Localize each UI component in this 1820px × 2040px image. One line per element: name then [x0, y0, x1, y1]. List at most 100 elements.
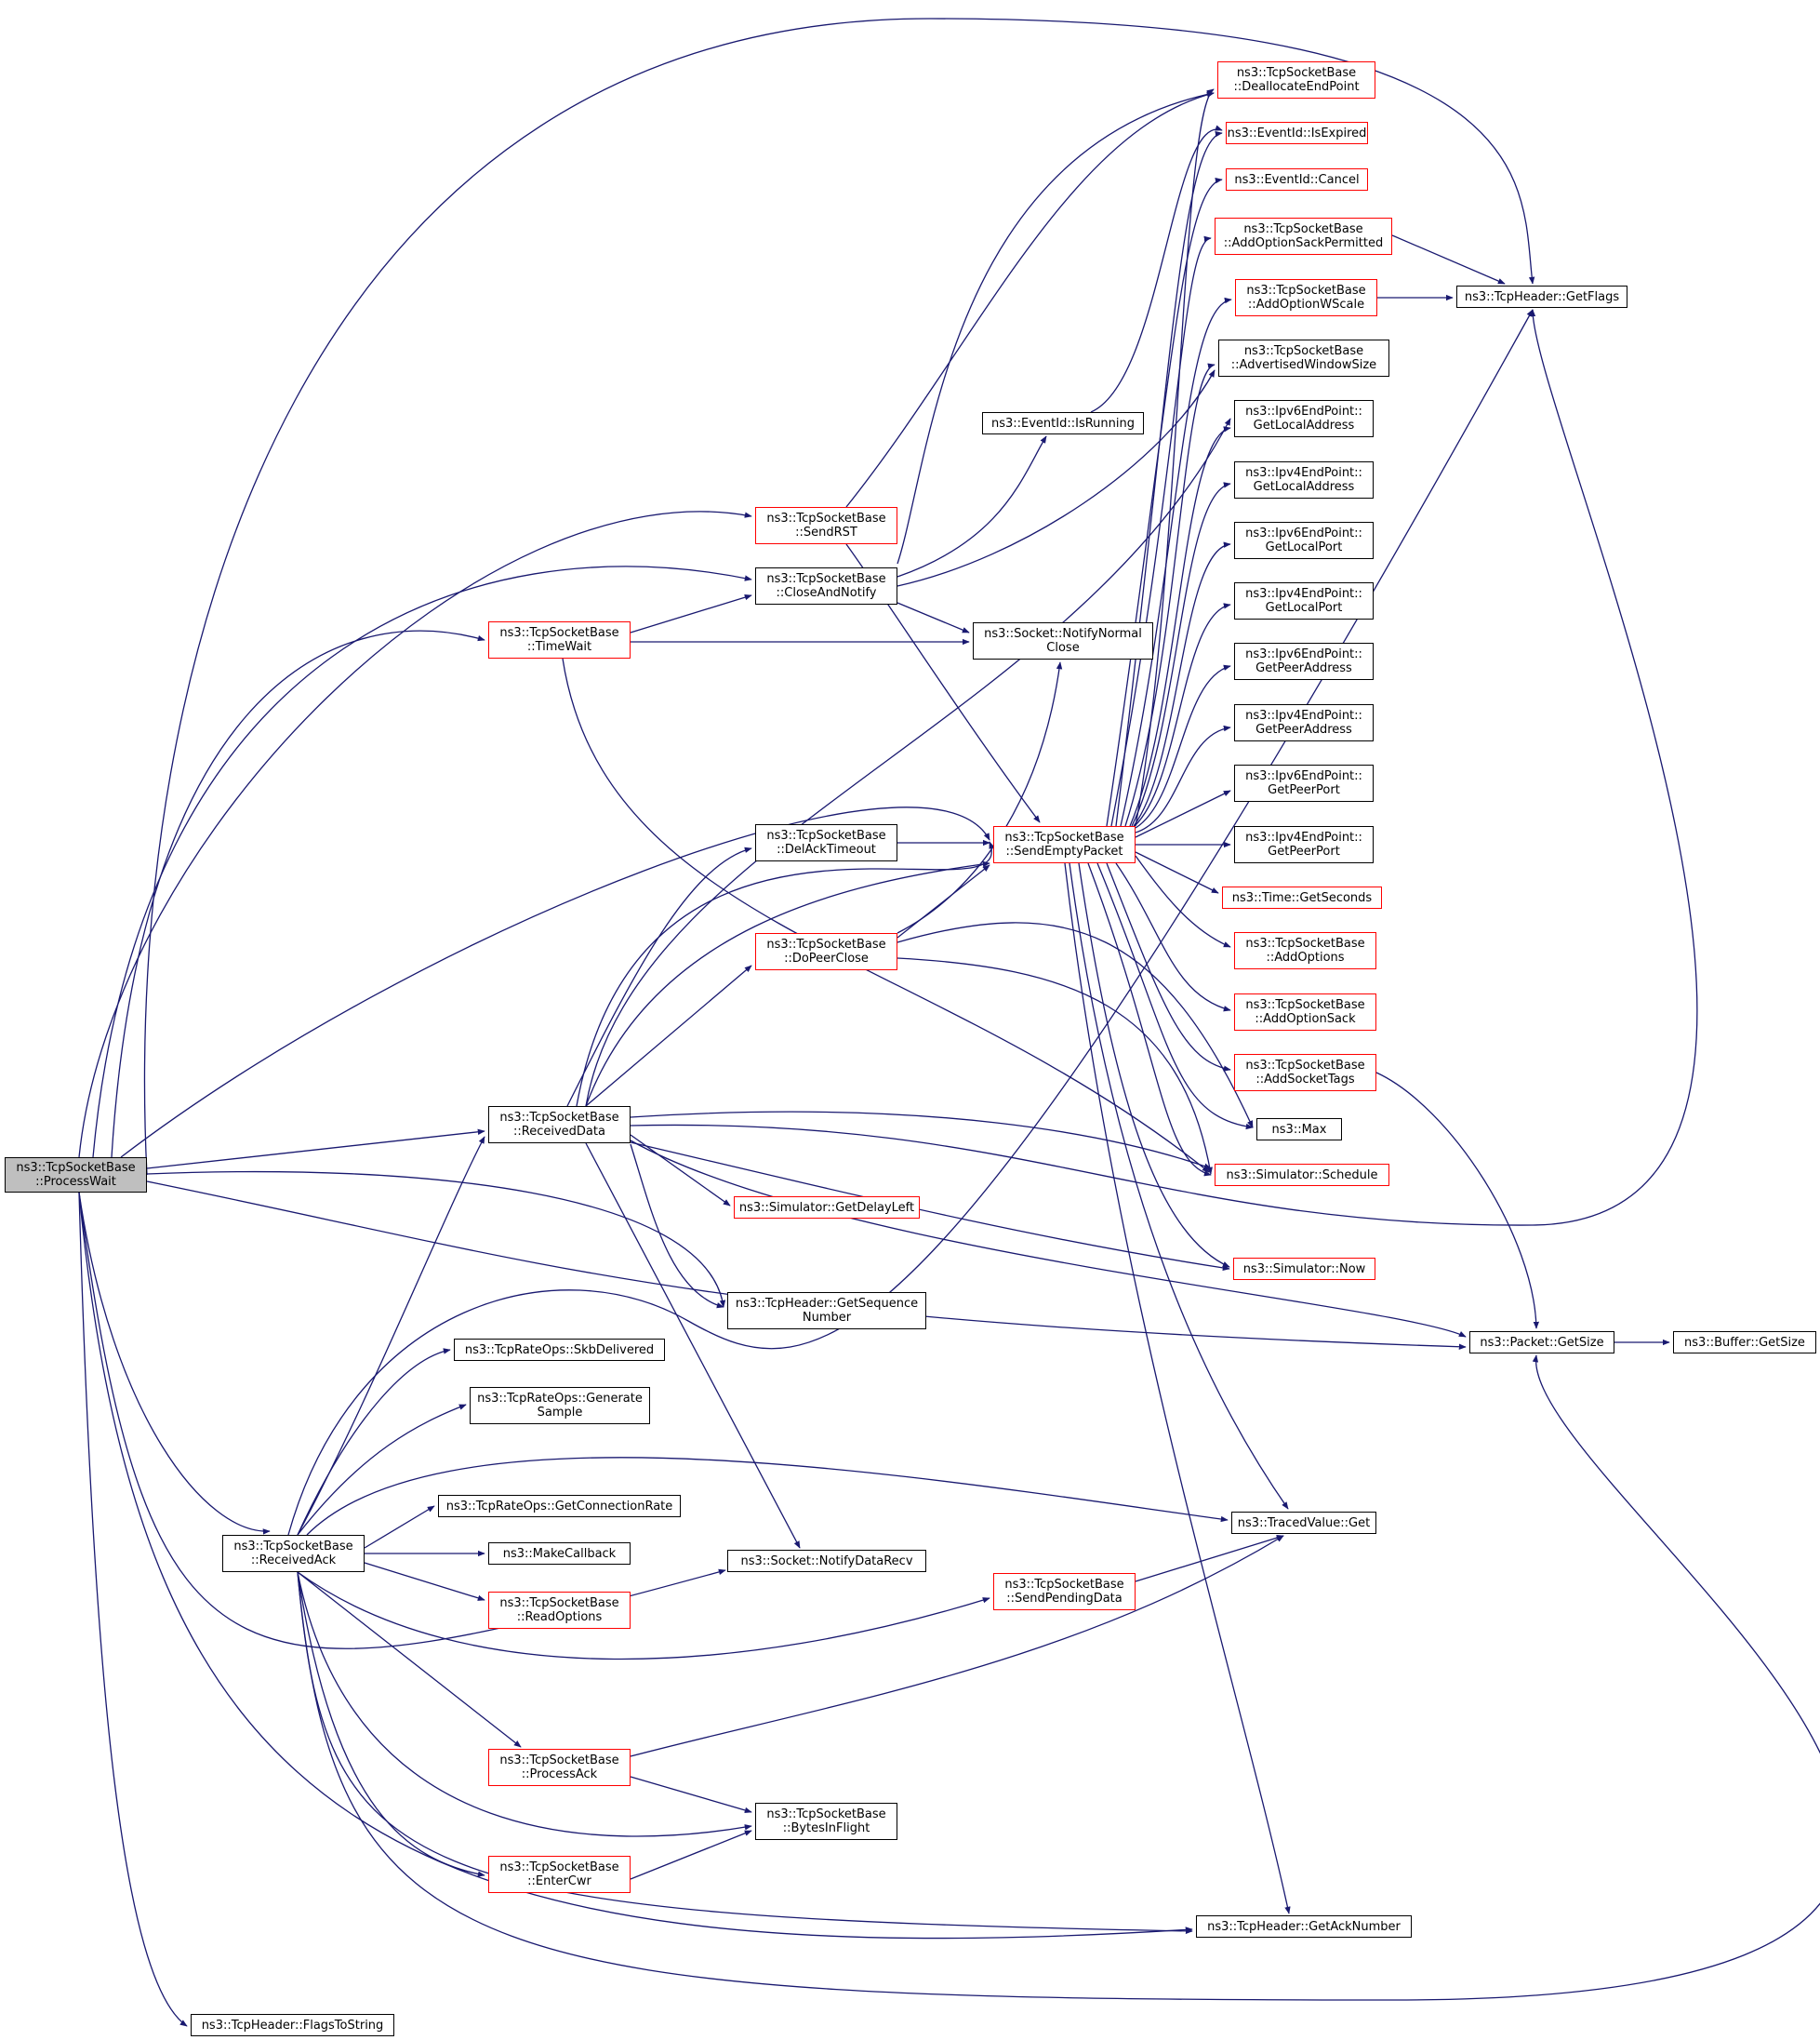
- node-generate-sample[interactable]: ns3::TcpRateOps::Generate Sample: [470, 1387, 650, 1424]
- edge-receiveddata-packetgetsize: [630, 1140, 1467, 1338]
- node-add-option-wscale[interactable]: ns3::TcpSocketBase ::AddOptionWScale: [1235, 279, 1377, 316]
- node-ipv6-get-local-port[interactable]: ns3::Ipv6EndPoint:: GetLocalPort: [1234, 522, 1374, 559]
- node-packet-get-size[interactable]: ns3::Packet::GetSize: [1469, 1331, 1614, 1353]
- edge-sendemptypacket-ipv4peeraddress: [1135, 725, 1231, 833]
- edge-receivedack-processack: [297, 1571, 522, 1748]
- edge-processwait-getsequencenumber: [146, 1170, 726, 1308]
- edge-receivedack-sendpendingdata: [297, 1571, 990, 1660]
- node-enter-cwr[interactable]: ns3::TcpSocketBase ::EnterCwr: [488, 1856, 631, 1893]
- edge-processwait-sendemptypacket: [120, 807, 990, 1158]
- node-get-sequence-number[interactable]: ns3::TcpHeader::GetSequence Number: [727, 1292, 926, 1329]
- edge-receiveddata-sendemptypacket: [585, 860, 990, 1107]
- node-deallocate-end-point[interactable]: ns3::TcpSocketBase ::DeallocateEndPoint: [1217, 61, 1375, 99]
- edge-sendemptypacket-advertisedwindowsize: [1124, 363, 1216, 827]
- edge-sendemptypacket-addsockettags: [1106, 862, 1231, 1072]
- edge-sendemptypacket-addoptionsack: [1115, 862, 1231, 1012]
- node-add-option-sack[interactable]: ns3::TcpSocketBase ::AddOptionSack: [1234, 993, 1376, 1031]
- node-send-rst[interactable]: ns3::TcpSocketBase ::SendRST: [755, 507, 897, 544]
- edge-processwait-receiveddata: [146, 1128, 485, 1169]
- node-add-options[interactable]: ns3::TcpSocketBase ::AddOptions: [1234, 932, 1376, 969]
- edge-sendemptypacket-max: [1096, 862, 1254, 1130]
- node-received-ack[interactable]: ns3::TcpSocketBase ::ReceivedAck: [222, 1535, 365, 1572]
- node-ipv4-get-peer-port[interactable]: ns3::Ipv4EndPoint:: GetPeerPort: [1234, 826, 1374, 863]
- edge-receivedack-packetgetsize: [297, 1354, 1820, 2001]
- edge-sendemptypacket-ipv6peeraddress: [1135, 664, 1231, 829]
- node-simulator-schedule[interactable]: ns3::Simulator::Schedule: [1215, 1164, 1389, 1186]
- node-advertised-window-size[interactable]: ns3::TcpSocketBase ::AdvertisedWindowSiz…: [1218, 340, 1389, 377]
- node-send-pending-data[interactable]: ns3::TcpSocketBase ::SendPendingData: [993, 1573, 1136, 1610]
- edge-sendemptypacket-schedule: [1087, 862, 1212, 1177]
- edge-sendemptypacket-ipv4localport: [1134, 603, 1231, 827]
- edge-sendemptypacket-simulatornow: [1078, 862, 1230, 1268]
- edge-receivedack-receiveddata: [297, 1136, 485, 1536]
- edge-dopeerclose-max: [897, 922, 1254, 1128]
- edge-processwait-getacknumber: [78, 1192, 1193, 1940]
- node-process-wait[interactable]: ns3::TcpSocketBase ::ProcessWait: [5, 1157, 147, 1193]
- node-add-socket-tags[interactable]: ns3::TcpSocketBase ::AddSocketTags: [1234, 1054, 1376, 1091]
- node-send-empty-packet[interactable]: ns3::TcpSocketBase ::SendEmptyPacket: [993, 826, 1136, 863]
- node-received-data[interactable]: ns3::TcpSocketBase ::ReceivedData: [488, 1106, 631, 1143]
- edge-dopeerclose-schedule: [897, 957, 1213, 1175]
- node-ipv4-get-peer-address[interactable]: ns3::Ipv4EndPoint:: GetPeerAddress: [1234, 704, 1374, 741]
- node-get-ack-number[interactable]: ns3::TcpHeader::GetAckNumber: [1196, 1915, 1412, 1938]
- node-ipv4-get-local-port[interactable]: ns3::Ipv4EndPoint:: GetLocalPort: [1234, 582, 1374, 620]
- edge-processwait-getflags: [143, 18, 1535, 1176]
- edge-receiveddata-sendemptypacket-b: [576, 841, 995, 1107]
- node-get-flags[interactable]: ns3::TcpHeader::GetFlags: [1456, 286, 1627, 308]
- node-ipv4-get-local-address[interactable]: ns3::Ipv4EndPoint:: GetLocalAddress: [1234, 461, 1374, 499]
- edge-receivedack-readoptions: [364, 1562, 485, 1601]
- edge-sendemptypacket-ipv6localport: [1133, 541, 1231, 827]
- edge-receivedack-bytesinflight: [297, 1571, 752, 1837]
- edge-addsockettags-packetgetsize: [1375, 1072, 1540, 1329]
- edge-receiveddata-ipv6localaddress: [585, 418, 1231, 1107]
- node-event-is-running[interactable]: ns3::EventId::IsRunning: [982, 412, 1144, 434]
- edge-processwait-sendrst: [78, 511, 752, 1158]
- edge-sendemptypacket-addoptionwscale: [1120, 297, 1232, 827]
- edge-timewait-closeandnotify: [630, 594, 752, 633]
- edge-sendemptypacket-ipv6peerport: [1135, 790, 1231, 838]
- node-ipv6-get-peer-address[interactable]: ns3::Ipv6EndPoint:: GetPeerAddress: [1234, 643, 1374, 680]
- node-notify-data-recv[interactable]: ns3::Socket::NotifyDataRecv: [727, 1550, 926, 1572]
- edge-sendrst-deallocateendpoint: [845, 91, 1215, 508]
- edge-receivedack-tracedvalueget: [306, 1457, 1229, 1536]
- edge-isrunning-isexpired: [1090, 125, 1223, 413]
- edge-sendemptypacket-ipv6localaddress-b: [1129, 426, 1231, 827]
- node-close-and-notify[interactable]: ns3::TcpSocketBase ::CloseAndNotify: [755, 567, 897, 605]
- edge-receivedack-getflags: [287, 309, 1534, 1536]
- node-ipv6-get-local-address[interactable]: ns3::Ipv6EndPoint:: GetLocalAddress: [1234, 400, 1374, 437]
- node-get-connection-rate[interactable]: ns3::TcpRateOps::GetConnectionRate: [438, 1495, 681, 1517]
- node-buffer-get-size[interactable]: ns3::Buffer::GetSize: [1673, 1331, 1816, 1353]
- node-skb-delivered[interactable]: ns3::TcpRateOps::SkbDelivered: [454, 1339, 665, 1361]
- edge-receivedack-entercwr: [297, 1571, 485, 1877]
- node-bytes-in-flight[interactable]: ns3::TcpSocketBase ::BytesInFlight: [755, 1803, 897, 1840]
- node-traced-value-get[interactable]: ns3::TracedValue::Get: [1231, 1512, 1376, 1534]
- edge-sendemptypacket-getseconds: [1135, 851, 1219, 894]
- node-ipv6-get-peer-port[interactable]: ns3::Ipv6EndPoint:: GetPeerPort: [1234, 765, 1374, 802]
- node-time-get-seconds[interactable]: ns3::Time::GetSeconds: [1222, 887, 1382, 909]
- node-max[interactable]: ns3::Max: [1256, 1118, 1342, 1140]
- edge-processwait-receivedack: [78, 1192, 271, 1535]
- edge-receivedack-getconnectionrate: [364, 1505, 435, 1549]
- node-event-is-expired[interactable]: ns3::EventId::IsExpired: [1226, 122, 1368, 144]
- node-notify-normal-close[interactable]: ns3::Socket::NotifyNormal Close: [973, 622, 1153, 660]
- edge-processwait-timewait: [111, 630, 485, 1158]
- node-make-callback[interactable]: ns3::MakeCallback: [488, 1542, 631, 1565]
- node-event-cancel[interactable]: ns3::EventId::Cancel: [1226, 168, 1368, 191]
- edge-processwait-packetgetsize: [146, 1180, 1467, 1350]
- edge-sendemptypacket-cancel: [1106, 178, 1223, 827]
- edge-receiveddata-schedule: [630, 1111, 1212, 1169]
- node-do-peer-close[interactable]: ns3::TcpSocketBase ::DoPeerClose: [755, 933, 897, 970]
- node-simulator-now[interactable]: ns3::Simulator::Now: [1233, 1258, 1375, 1280]
- node-time-wait[interactable]: ns3::TcpSocketBase ::TimeWait: [488, 621, 631, 659]
- edge-processwait-closeandnotify: [92, 566, 752, 1158]
- node-read-options[interactable]: ns3::TcpSocketBase ::ReadOptions: [488, 1592, 631, 1629]
- node-get-delay-left[interactable]: ns3::Simulator::GetDelayLeft: [734, 1196, 920, 1219]
- node-add-option-sack-permitted[interactable]: ns3::TcpSocketBase ::AddOptionSackPermit…: [1215, 218, 1392, 255]
- edge-receivedack-generatesample: [297, 1404, 467, 1536]
- node-del-ack-timeout[interactable]: ns3::TcpSocketBase ::DelAckTimeout: [755, 824, 897, 861]
- node-process-ack[interactable]: ns3::TcpSocketBase ::ProcessAck: [488, 1749, 631, 1786]
- edge-sendpendingdata-tracedvalueget: [1135, 1535, 1284, 1582]
- node-flags-to-string[interactable]: ns3::TcpHeader::FlagsToString: [191, 2014, 394, 2036]
